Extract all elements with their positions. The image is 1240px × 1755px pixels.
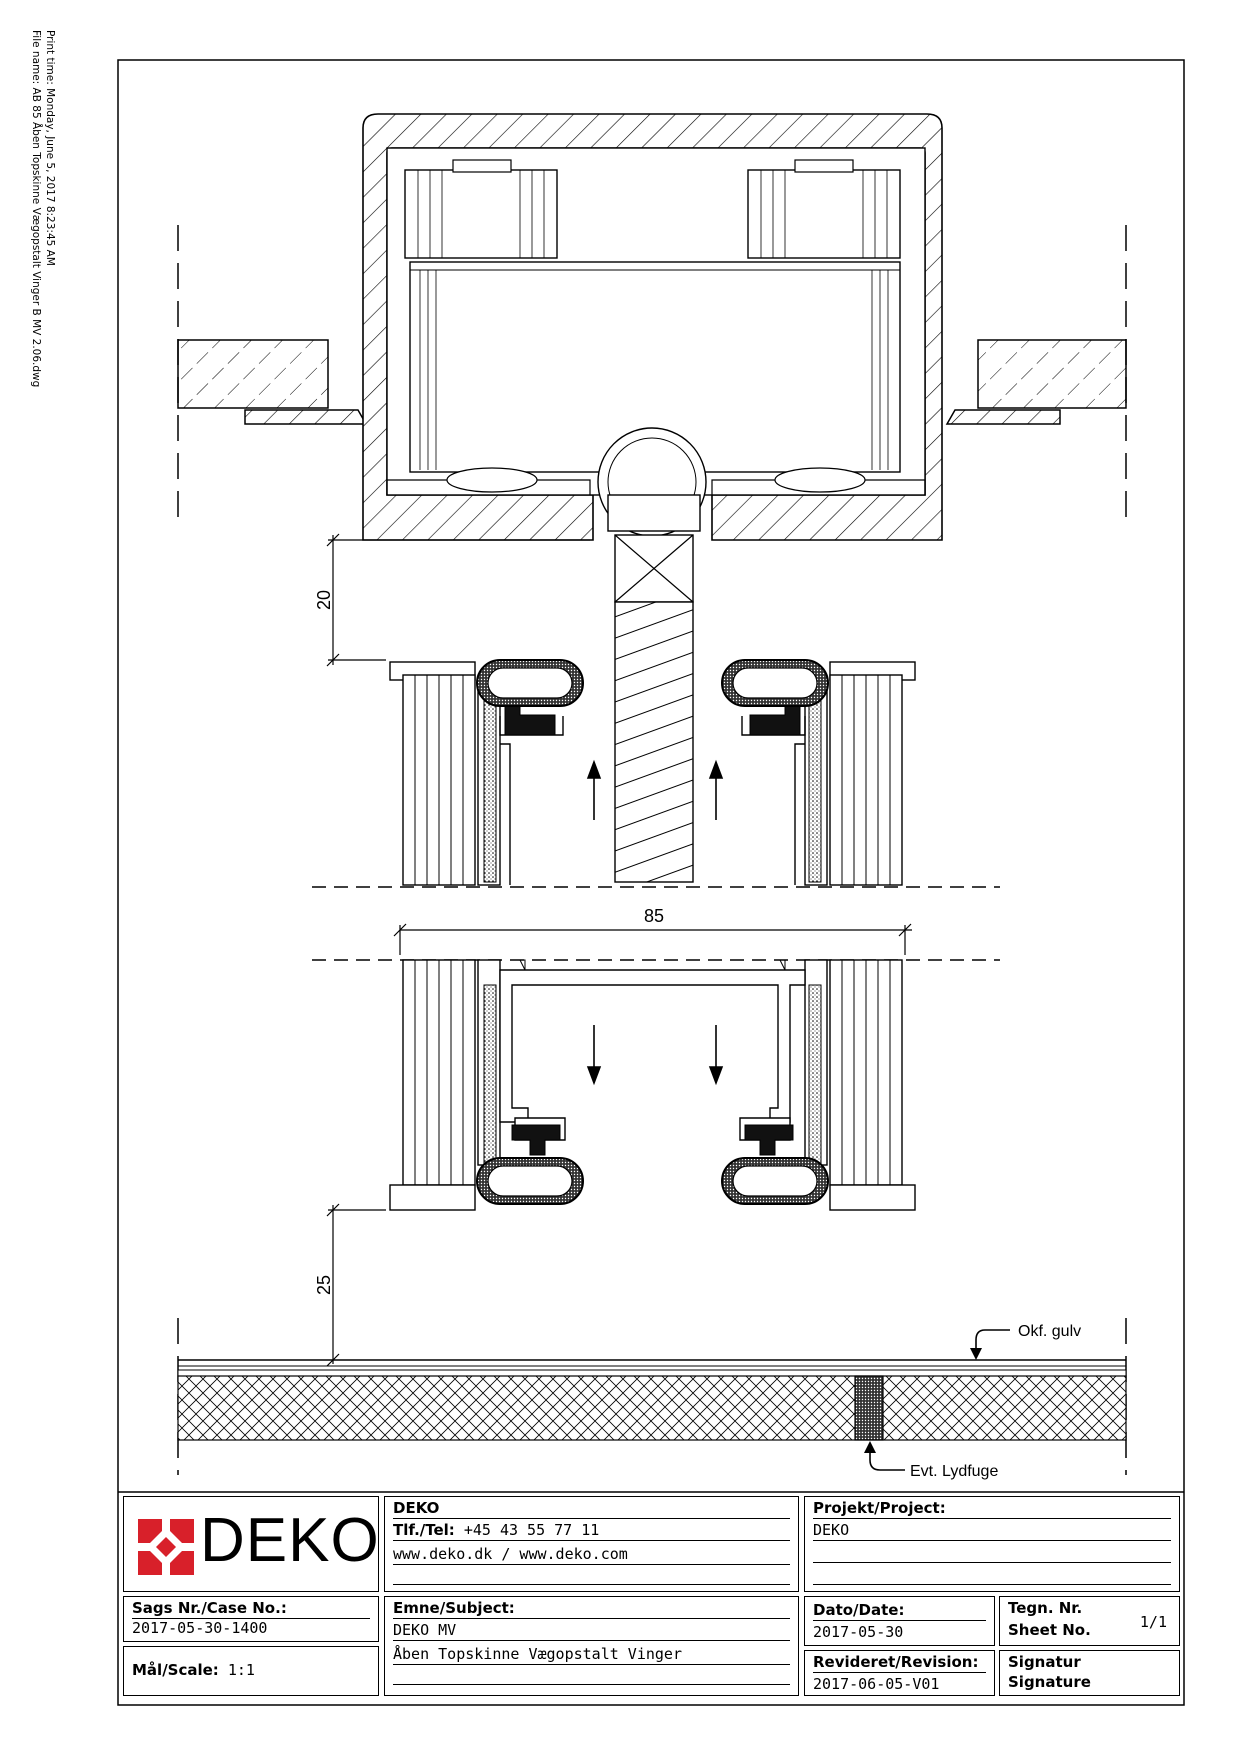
subject-cell: Emne/Subject: DEKO MV Åben Topskinne Væg… bbox=[384, 1596, 799, 1696]
sheet-cell: Tegn. Nr. Sheet No. 1/1 bbox=[999, 1596, 1180, 1646]
scale-row: Mål/Scale: 1:1 bbox=[132, 1661, 370, 1680]
sheet-label-2: Sheet No. bbox=[1008, 1621, 1091, 1639]
subject-blank-line bbox=[393, 1669, 790, 1685]
callout-floor: Okf. gulv bbox=[1018, 1323, 1081, 1340]
project-label: Projekt/Project: bbox=[813, 1499, 1171, 1519]
scale-value: 1:1 bbox=[227, 1661, 255, 1679]
company-web: www.deko.dk / www.deko.com bbox=[393, 1545, 790, 1565]
scale-cell: Mål/Scale: 1:1 bbox=[123, 1646, 379, 1696]
date-cell: Dato/Date: 2017-05-30 bbox=[804, 1596, 995, 1646]
phone-label: Tlf./Tel: bbox=[393, 1521, 455, 1539]
case-value: 2017-05-30-1400 bbox=[132, 1619, 268, 1637]
sheet-value: 1/1 bbox=[1139, 1613, 1167, 1631]
project-value: DEKO bbox=[813, 1521, 1171, 1541]
company-name: DEKO bbox=[393, 1499, 790, 1519]
company-phone: Tlf./Tel: +45 43 55 77 11 bbox=[393, 1521, 790, 1541]
case-cell: Sags Nr./Case No.: 2017-05-30-1400 bbox=[123, 1596, 379, 1642]
signature-label-2: Signature bbox=[1008, 1673, 1091, 1691]
phone-value: +45 43 55 77 11 bbox=[463, 1521, 600, 1539]
company-blank-line bbox=[393, 1569, 790, 1585]
lower-panel-section bbox=[312, 959, 1000, 1211]
project-cell: Projekt/Project: DEKO bbox=[804, 1496, 1180, 1592]
company-cell: DEKO Tlf./Tel: +45 43 55 77 11 www.deko.… bbox=[384, 1496, 799, 1592]
sheet-label-1: Tegn. Nr. bbox=[1008, 1599, 1083, 1617]
date-label: Dato/Date: bbox=[813, 1601, 986, 1621]
logo-cell: DEKO bbox=[123, 1496, 379, 1592]
subject-line-2: Åben Topskinne Vægopstalt Vinger bbox=[393, 1645, 790, 1665]
revision-cell: Revideret/Revision: 2017-06-05-V01 bbox=[804, 1650, 995, 1696]
floor-section bbox=[177, 1318, 1127, 1475]
top-rail bbox=[177, 113, 1127, 883]
dimension-top-gap: 20 bbox=[314, 590, 334, 610]
upper-panel-section bbox=[312, 659, 1000, 888]
revision-label: Revideret/Revision: bbox=[813, 1653, 986, 1673]
subject-line-1: DEKO MV bbox=[393, 1621, 790, 1641]
date-value: 2017-05-30 bbox=[813, 1623, 904, 1641]
deko-logo-icon bbox=[138, 1519, 194, 1575]
revision-value: 2017-06-05-V01 bbox=[813, 1675, 940, 1693]
dimension-width: 85 bbox=[644, 906, 664, 926]
case-label: Sags Nr./Case No.: bbox=[132, 1599, 370, 1619]
signature-cell: Signatur Signature bbox=[999, 1650, 1180, 1696]
scale-label: Mål/Scale: bbox=[132, 1661, 219, 1679]
callout-sound-joint: Evt. Lydfuge bbox=[910, 1463, 998, 1480]
subject-label: Emne/Subject: bbox=[393, 1599, 790, 1619]
signature-label-1: Signatur bbox=[1008, 1653, 1081, 1671]
project-blank-line-2 bbox=[813, 1569, 1171, 1585]
dimension-lines bbox=[326, 533, 912, 1367]
project-blank-line-1 bbox=[813, 1547, 1171, 1563]
logo-text: DEKO bbox=[200, 1506, 380, 1575]
dimension-bottom-gap: 25 bbox=[314, 1275, 334, 1295]
